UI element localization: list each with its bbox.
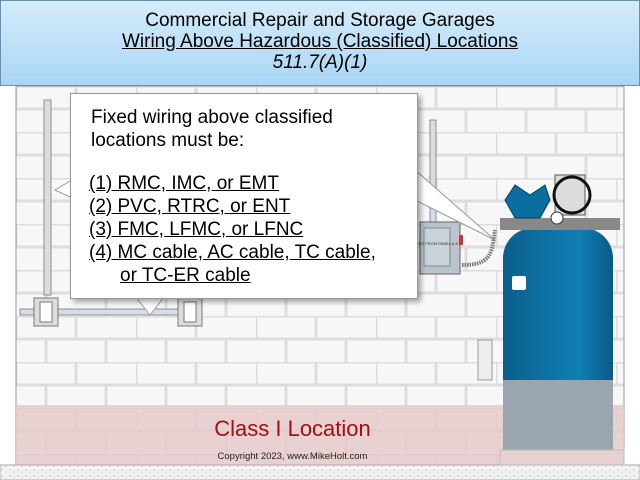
callout-box: Fixed wiring above classified locations … [70,93,418,299]
code-reference: 511.7(A)(1) [272,52,368,73]
title-line-2: Wiring Above Hazardous (Classified) Loca… [121,31,518,52]
list-item: (1) RMC, IMC, or EMT [89,173,279,194]
floor [0,464,640,480]
callout-intro: Fixed wiring above classified locations … [91,107,333,151]
list-item: (3) FMC, LFMC, or LFNC [89,219,304,240]
flexible-conduit [461,229,497,267]
list-item: (2) PVC, RTRC, or ENT [89,196,291,217]
list-item: (4) MC cable, AC cable, TC cable, [89,242,376,263]
zone-label: Class I Location [214,416,371,441]
disconnect-panel [419,221,463,275]
copyright: Copyright 2023, www.MikeHolt.com [217,451,368,462]
receptacle-box [33,297,203,327]
air-compressor [477,174,625,466]
title-banner: Commercial Repair and Storage Garages Wi… [0,0,640,86]
panel-label: FED FROM PANEL A-9 [416,241,459,246]
title-line-1: Commercial Repair and Storage Garages [145,10,495,31]
list-item-continued: or TC-ER cable [120,265,251,286]
wiring-methods-list: (1) RMC, IMC, or EMT (2) PVC, RTRC, or E… [89,172,376,287]
